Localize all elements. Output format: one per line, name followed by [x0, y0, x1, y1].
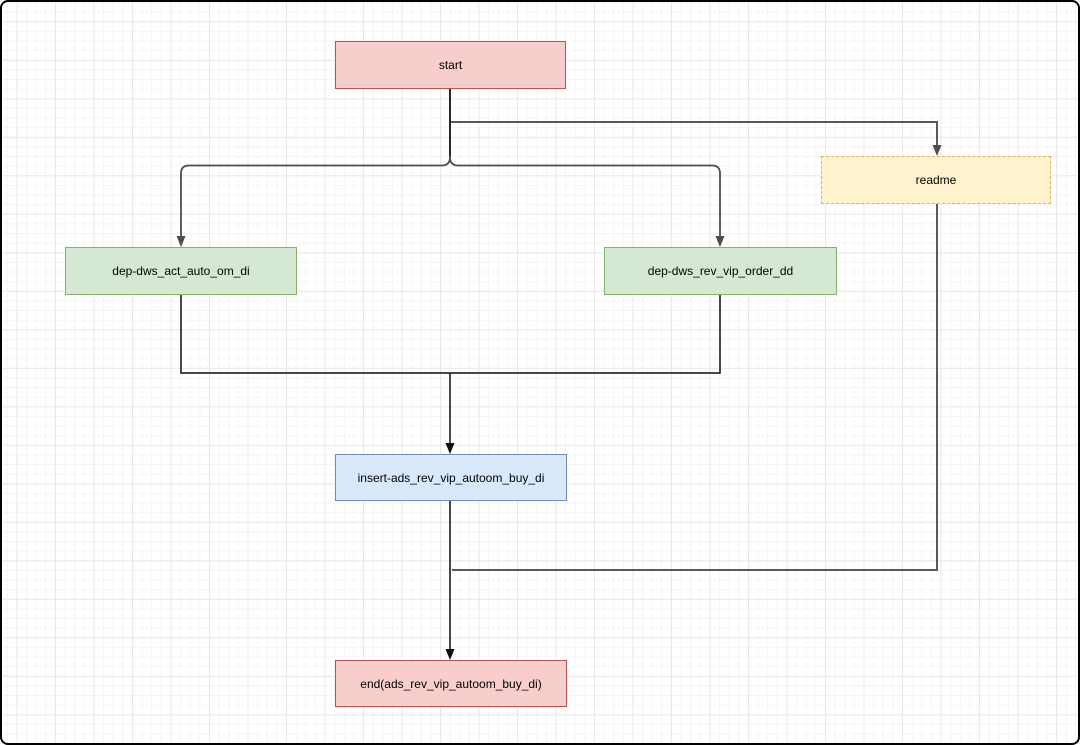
node-readme-label: readme	[915, 173, 957, 187]
edge-start-dep-right[interactable]	[449, 89, 725, 247]
edge-dep-right-merge[interactable]	[450, 295, 721, 374]
node-dep-dws-rev-vip-order-dd-label: dep-dws_rev_vip_order_dd	[647, 264, 794, 278]
node-end-label: end(ads_rev_vip_autoom_buy_di)	[360, 676, 542, 691]
node-end[interactable]: end(ads_rev_vip_autoom_buy_di)	[335, 660, 567, 707]
node-readme[interactable]: readme	[821, 156, 1051, 204]
edge-start-readme[interactable]	[449, 89, 942, 156]
node-start[interactable]: start	[335, 41, 566, 89]
edge-readme-join[interactable]	[452, 204, 938, 571]
edge-dep-left-merge[interactable]	[180, 295, 450, 374]
node-insert-ads-rev-vip-autoom-buy-di[interactable]: insert-ads_rev_vip_autoom_buy_di	[335, 454, 567, 501]
node-dep-dws-act-auto-om-di-label: dep-dws_act_auto_om_di	[112, 264, 250, 278]
node-start-label: start	[438, 58, 463, 72]
edge-start-dep-left[interactable]	[176, 89, 451, 247]
node-dep-dws-rev-vip-order-dd[interactable]: dep-dws_rev_vip_order_dd	[604, 247, 837, 295]
node-dep-dws-act-auto-om-di[interactable]: dep-dws_act_auto_om_di	[65, 247, 297, 295]
node-insert-ads-rev-vip-autoom-buy-di-label: insert-ads_rev_vip_autoom_buy_di	[357, 470, 545, 485]
